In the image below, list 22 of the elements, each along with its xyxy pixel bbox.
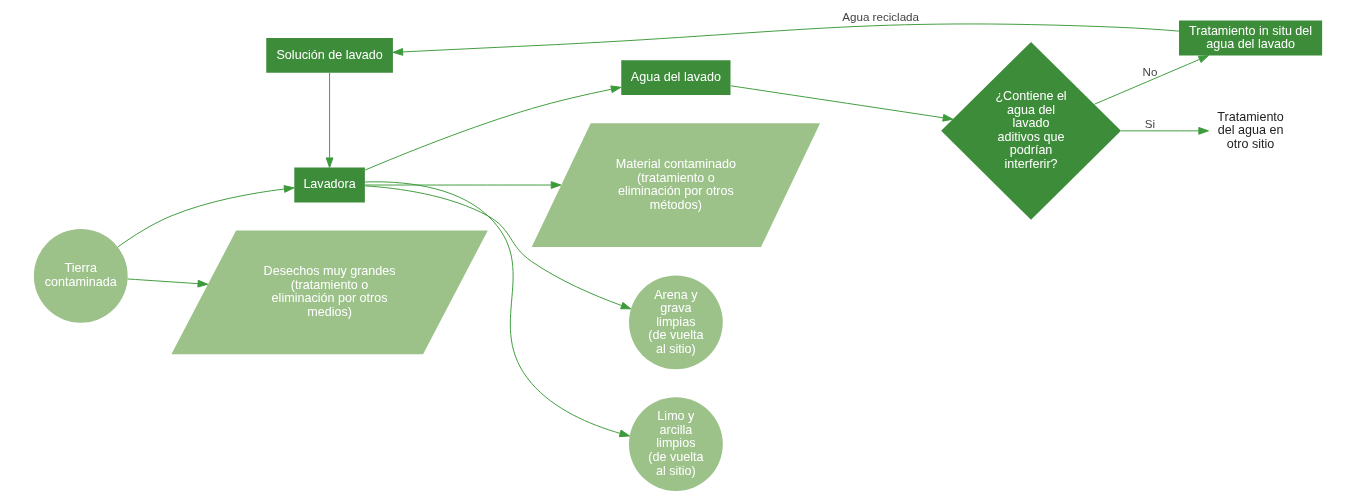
- node-text: Tratamiento del agua en otro sitio: [1216, 109, 1284, 151]
- node-circle: Tierra contaminada: [33, 229, 128, 323]
- edge-label: Si: [1144, 116, 1155, 130]
- arrow: [364, 181, 561, 189]
- arrow: [364, 181, 630, 438]
- node-box: Solución de lavado: [265, 38, 393, 73]
- node-box: Tratamiento in situ del agua del lavado: [1178, 20, 1322, 56]
- edge-label: Agua reciclada: [841, 10, 919, 24]
- arrow: [116, 185, 294, 248]
- node-box: Lavadora: [293, 167, 365, 203]
- arrow: [126, 278, 208, 288]
- node-box: Agua del lavado: [620, 60, 730, 96]
- arrow: [364, 85, 621, 171]
- node-circle: Arena y grava limpias (de vuelta al sitio): [628, 275, 723, 370]
- arrow: [1093, 55, 1209, 105]
- arrow: [1120, 127, 1209, 135]
- arrow: [364, 185, 631, 310]
- node-circle: Limo y arcilla limpios (de vuelta al sitio): [628, 397, 723, 492]
- arrow: [729, 85, 953, 122]
- arrow: [325, 72, 333, 169]
- arrow: [392, 23, 1179, 56]
- edge-label: No: [1142, 65, 1157, 79]
